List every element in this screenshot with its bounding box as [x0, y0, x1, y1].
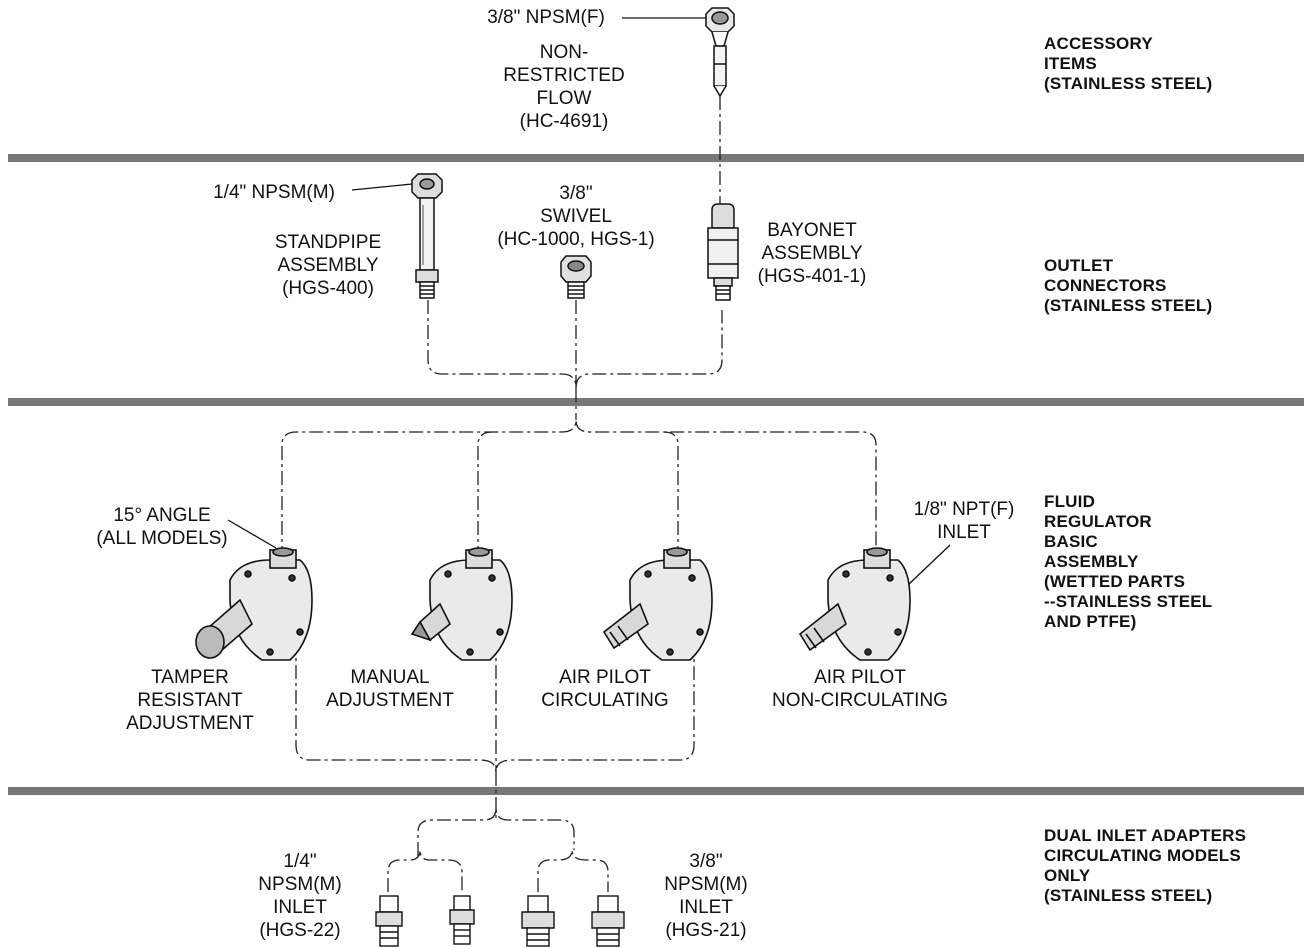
swivel-label: 3/8" SWIVEL (HC-1000, HGS-1) [497, 183, 655, 250]
accessory-description: NON- RESTRICTED FLOW (HC-4691) [503, 42, 625, 132]
adapter-icons [375, 895, 625, 947]
section-dual-inlet-adapters: DUAL INLET ADAPTERS CIRCULATING MODELS O… [1044, 826, 1247, 905]
connector-regulator-top [281, 419, 877, 560]
section-outlet-connectors: OUTLET CONNECTORS (STAINLESS STEEL) [1044, 256, 1213, 315]
connector-outlet-bracket [427, 300, 723, 389]
bayonet-label: BAYONET ASSEMBLY (HGS-401-1) [757, 220, 867, 287]
adapter-left-label: 1/4" NPSM(M) INLET (HGS-22) [258, 851, 342, 941]
regulator-tamper-icon [195, 547, 313, 661]
standpipe-thread-label: 1/4" NPSM(M) [213, 182, 335, 203]
leader-inlet [907, 544, 951, 586]
leader-standpipe [351, 183, 413, 191]
connector-adapter-left [387, 849, 463, 892]
bayonet-icon [707, 203, 739, 301]
air-pilot-noncirculating-label: AIR PILOT NON-CIRCULATING [772, 667, 948, 711]
section-divider-1 [8, 154, 1304, 162]
leader-angle [227, 519, 277, 549]
connector-reg-manual [477, 431, 493, 560]
adapter-right-label: 3/8" NPSM(M) INLET (HGS-21) [664, 851, 748, 941]
air-pilot-circulating-label: AIR PILOT CIRCULATING [541, 667, 669, 711]
adapter-right-2-icon [591, 895, 625, 947]
connector-reg-circ [663, 431, 679, 560]
section-accessory-items: ACCESSORY ITEMS (STAINLESS STEEL) [1044, 34, 1213, 93]
regulator-air-pilot-noncirculating-icon [798, 547, 911, 661]
manual-adjustment-label: MANUAL ADJUSTMENT [326, 667, 454, 711]
accessory-fitting-icon [705, 7, 735, 98]
section-fluid-regulator: FLUID REGULATOR BASIC ASSEMBLY (WETTED P… [1044, 492, 1213, 631]
swivel-icon [560, 255, 592, 299]
connector-adapter-right [537, 849, 609, 892]
regulator-manual-icon [410, 547, 513, 661]
adapter-right-1-icon [521, 895, 555, 947]
adapter-left-2-icon [449, 895, 475, 945]
adapter-left-1-icon [375, 895, 403, 947]
section-divider-3 [8, 787, 1304, 795]
tamper-resistant-label: TAMPER RESISTANT ADJUSTMENT [126, 667, 254, 734]
connector-adapter-top [417, 807, 575, 856]
standpipe-icon [411, 173, 443, 299]
angle-note: 15° ANGLE (ALL MODELS) [96, 505, 228, 549]
accessory-fitting-label: 3/8" NPSM(F) [487, 7, 605, 28]
standpipe-label: STANDPIPE ASSEMBLY (HGS-400) [274, 232, 382, 299]
regulator-air-pilot-circulating-icon [602, 547, 713, 661]
connector-regulator-bottom [295, 640, 695, 773]
section-divider-2 [8, 398, 1304, 406]
inlet-note: 1/8" NPT(F) INLET [913, 499, 1015, 543]
